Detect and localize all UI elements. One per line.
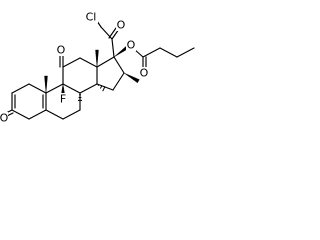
stereo-hash-layer bbox=[78, 83, 106, 101]
bond bbox=[62, 109, 81, 120]
bond bbox=[108, 27, 117, 39]
bond bbox=[11, 109, 30, 120]
atom-label-c3-oxygen: O bbox=[0, 112, 9, 125]
wedge-bond-c16-methyl bbox=[123, 72, 140, 84]
bond-layer bbox=[3, 17, 195, 120]
bond bbox=[176, 47, 195, 58]
bond bbox=[112, 72, 125, 91]
bond bbox=[159, 47, 178, 58]
atom-label-ester-oxygen: O bbox=[127, 39, 136, 52]
molecule-structure: Cl O O O O F O bbox=[0, 11, 195, 125]
bond bbox=[111, 38, 115, 58]
bond bbox=[100, 26, 113, 40]
bond bbox=[45, 83, 64, 94]
wedge-bond-c10-methyl bbox=[44, 75, 48, 94]
bond bbox=[28, 83, 47, 94]
wedge-bond-c13-methyl bbox=[95, 49, 99, 68]
atom-label-c20-oxygen: O bbox=[117, 19, 126, 32]
bond bbox=[142, 47, 161, 58]
atom-label-fluorine: F bbox=[60, 93, 66, 106]
hash-bond-c14-h bbox=[97, 83, 100, 87]
bond bbox=[28, 109, 47, 120]
hash-bond-c14-h bbox=[102, 86, 106, 92]
bond bbox=[62, 57, 81, 68]
atom-label-c11-oxygen: O bbox=[57, 44, 66, 57]
hash-bond-c14-h bbox=[99, 85, 103, 89]
bond bbox=[45, 109, 64, 120]
atom-label-carbonyl-oxygen: O bbox=[140, 67, 149, 80]
bond bbox=[11, 83, 30, 94]
bond bbox=[79, 57, 98, 68]
bond bbox=[62, 83, 81, 94]
atom-label-chlorine: Cl bbox=[86, 11, 97, 24]
bond bbox=[113, 56, 125, 74]
atom-label-layer: Cl O O O O F O bbox=[0, 11, 149, 125]
bond bbox=[96, 56, 115, 68]
bond bbox=[79, 83, 98, 94]
